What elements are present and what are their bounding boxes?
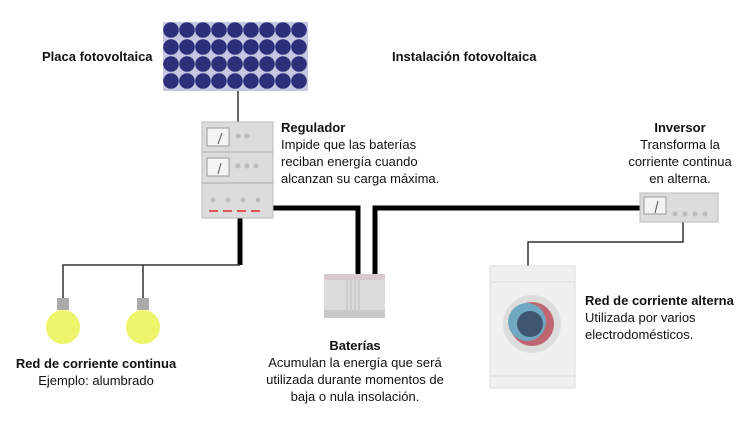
batteries-desc: Acumulan la energía que será [268, 355, 442, 370]
solar-cell [275, 22, 291, 38]
regulator-desc: alcanzan su carga máxima. [281, 171, 440, 186]
battery-device [324, 274, 385, 318]
inverter-desc: en alterna. [649, 171, 711, 186]
dc-text: Red de corriente continua Ejemplo: alumb… [0, 355, 192, 389]
solar-cell [243, 39, 259, 55]
solar-cell [291, 39, 307, 55]
dc-desc: Ejemplo: alumbrado [38, 373, 154, 388]
ac-desc: Utilizada por varios [585, 310, 696, 325]
dc-title: Red de corriente continua [15, 356, 177, 371]
solar-cell [195, 39, 211, 55]
solar-cell [179, 22, 195, 38]
solar-cell [163, 73, 179, 89]
ac-title: Red de corriente alterna [585, 293, 734, 308]
solar-cell [291, 73, 307, 89]
solar-cell [195, 56, 211, 72]
solar-cell [243, 22, 259, 38]
solar-cell [275, 73, 291, 89]
regulator-title: Regulador [281, 120, 346, 135]
wires [62, 90, 684, 300]
inverter-desc: corriente continua [628, 154, 732, 169]
solar-cell [211, 73, 227, 89]
solar-cell [259, 73, 275, 89]
washing-machine [489, 265, 576, 389]
solar-cell [291, 56, 307, 72]
solar-cell [179, 73, 195, 89]
solar-cell [243, 73, 259, 89]
inverter-title: Inversor [654, 120, 706, 135]
solar-cell [259, 22, 275, 38]
ac-text: Red de corriente alterna Utilizada por v… [585, 292, 734, 343]
solar-cell [227, 39, 243, 55]
solar-cell [275, 39, 291, 55]
solar-cell [179, 39, 195, 55]
panel-label: Placa fotovoltaica [42, 49, 153, 64]
regulator-desc: reciban energía cuando [281, 154, 418, 169]
solar-cell [195, 73, 211, 89]
batteries-desc: utilizada durante momentos de [266, 372, 444, 387]
solar-cell [275, 56, 291, 72]
solar-cell [163, 22, 179, 38]
ac-desc: electrodomésticos. [585, 327, 694, 342]
light-bulb [126, 298, 160, 344]
regulator-desc: Impide que las baterías [281, 137, 417, 152]
solar-cell [243, 56, 259, 72]
solar-cell [211, 56, 227, 72]
inverter-text: Inversor Transforma la corriente continu… [610, 119, 750, 187]
solar-cell [211, 22, 227, 38]
solar-cell [227, 73, 243, 89]
batteries-title: Baterías [329, 338, 381, 353]
batteries-text: Baterías Acumulan la energía que será ut… [250, 337, 460, 405]
inverter-device [639, 192, 719, 223]
solar-cell [291, 22, 307, 38]
solar-cell [227, 22, 243, 38]
solar-cell [195, 22, 211, 38]
solar-cell [259, 56, 275, 72]
solar-cell [259, 39, 275, 55]
batteries-desc: baja o nula insolación. [290, 389, 420, 404]
solar-cell [179, 56, 195, 72]
regulator-text: Regulador Impide que las baterías reciba… [281, 119, 439, 187]
light-bulb [46, 298, 80, 344]
solar-cell [163, 39, 179, 55]
solar-cell [163, 56, 179, 72]
inverter-desc: Transforma la [640, 137, 720, 152]
regulator-device [201, 121, 274, 219]
solar-cell [211, 39, 227, 55]
solar-panel [163, 22, 308, 91]
solar-cell [227, 56, 243, 72]
diagram-title: Instalación fotovoltaica [392, 49, 537, 64]
